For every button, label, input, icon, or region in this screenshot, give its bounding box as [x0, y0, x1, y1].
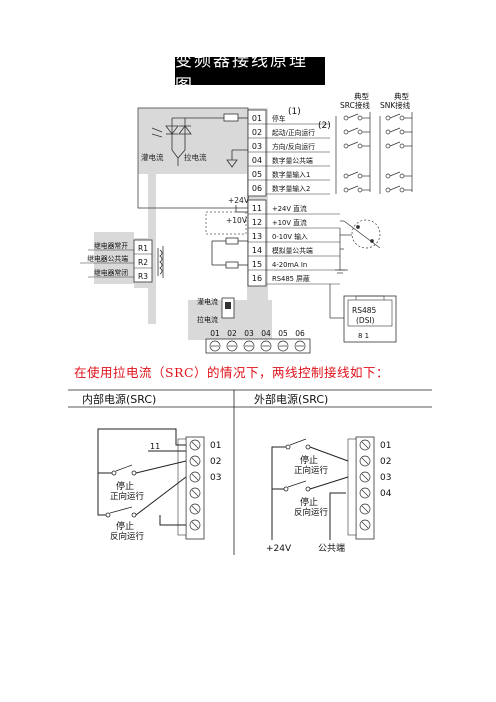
terminal-desc: 4-20mA In [272, 261, 307, 269]
right-switches [283, 438, 311, 492]
src-header: 典型 [354, 91, 369, 101]
bottom-term-num: 06 [295, 329, 305, 338]
src-header: SRC接线 [340, 100, 370, 110]
left-switches [105, 464, 137, 518]
right-stop-label: 停止 [300, 454, 318, 466]
left-header: 内部电源(SRC) [82, 392, 156, 406]
terminal-num: 13 [252, 232, 262, 241]
right-term-num: 03 [380, 473, 391, 483]
left-term-num: 03 [210, 473, 221, 483]
plus24-label: +24V [228, 196, 250, 205]
terminal-num: 01 [252, 114, 262, 123]
terminal-num: 03 [252, 142, 262, 151]
terminal-desc: 停车 [272, 114, 286, 123]
snk-header: SNK接线 [380, 100, 411, 110]
terminal-desc: RS485 屏蔽 [272, 274, 310, 283]
terminal-num: 15 [252, 260, 262, 269]
left-wiring [97, 428, 187, 526]
relay-label: 继电器公共端 [87, 254, 128, 263]
right-header: 外部电源(SRC) [254, 392, 328, 406]
right-terminal-block [347, 436, 375, 540]
rs485-connector [329, 284, 397, 343]
right-term-num: 02 [380, 457, 391, 467]
bottom-terminal-strip: 01 02 03 04 05 06 [205, 329, 311, 354]
relay-label: 继电器常闭 [94, 268, 128, 277]
right-forward-label: 正向运行 [294, 465, 329, 476]
right-reverse-label: 反向运行 [294, 507, 329, 518]
left-term-num: 01 [210, 441, 221, 451]
shaded-relay-area [94, 232, 134, 284]
left-reverse-label: 反向运行 [110, 531, 145, 542]
bottom-term-num: 01 [210, 329, 220, 338]
right-wiring [271, 446, 349, 540]
terminal-num: 14 [252, 246, 262, 255]
terminal-num: 06 [252, 184, 262, 193]
note-1: (1) [288, 107, 301, 117]
note-2: (2) [318, 121, 331, 131]
rs485-sublabel: (DSI) [356, 316, 375, 325]
terminal-desc: 方向/反向运行 [272, 142, 315, 151]
sink-source-switch [221, 297, 235, 319]
bottom-term-num: 04 [261, 329, 271, 338]
two-wire-subtitle: 在使用拉电流（SRC）的情况下，两线控制接线如下： [74, 365, 390, 380]
right-term-num: 04 [380, 489, 392, 499]
terminal-num: 11 [252, 204, 262, 213]
terminal-num: 05 [252, 170, 262, 179]
switch-sink-label: 灌电流 [197, 297, 218, 306]
src-switches [335, 112, 371, 194]
plus10-label: +10V [226, 216, 248, 225]
switch-source-label: 拉电流 [197, 315, 218, 324]
bottom-term-num: 05 [278, 329, 288, 338]
analog-resistors [211, 237, 250, 269]
terminal-num: 16 [252, 274, 262, 283]
common-label: 公共端 [318, 542, 345, 554]
left-terminal-block [177, 436, 205, 540]
terminal-desc: 0-10V 输入 [272, 232, 308, 241]
left-stop-label: 停止 [116, 480, 134, 492]
wiring-diagram: 灌电流 拉电流 +24V +10V [80, 91, 413, 354]
terminal-desc: 数字量输入2 [272, 184, 310, 193]
terminal-desc: 数字量输入1 [272, 170, 310, 179]
opto-symbol [151, 117, 224, 166]
terminal-desc: 数字量公共端 [272, 156, 313, 165]
right-term-num: 01 [380, 441, 391, 451]
potentiometer-icon [335, 219, 381, 274]
relay-term: R2 [138, 258, 148, 267]
terminal-desc: +10V 直流 [272, 218, 307, 227]
ground-icon [226, 150, 238, 168]
terminal-num: 04 [252, 156, 262, 165]
terminal-num: 02 [252, 128, 262, 137]
left-term-num: 02 [210, 457, 221, 467]
terminal-desc: 模拟量公共端 [272, 246, 313, 255]
bottom-term-num: 02 [227, 329, 237, 338]
relay-term: R1 [138, 244, 148, 253]
source-label: 拉电流 [184, 152, 207, 162]
relay-label: 继电器常开 [94, 241, 128, 250]
left-forward-label: 正向运行 [110, 491, 145, 502]
snk-switches [379, 112, 413, 194]
rs485-pins: 8 1 [358, 332, 369, 340]
rs485-label: RS485 [352, 306, 377, 315]
terminal-desc: +24V 直流 [272, 204, 307, 213]
left-tag-11: 11 [150, 442, 160, 451]
shaded-panel-top [138, 108, 268, 174]
plus10-dashed-box [205, 211, 247, 235]
right-stop-label-2: 停止 [300, 496, 318, 508]
relay-term: R3 [138, 272, 148, 281]
two-wire-diagrams: 内部电源(SRC) 外部电源(SRC) 01 02 03 11 停止 正向 [68, 389, 432, 555]
snk-header: 典型 [394, 91, 409, 101]
terminal-desc: 起动/正向运行 [272, 128, 315, 137]
sink-label: 灌电流 [141, 152, 164, 162]
bottom-term-num: 03 [244, 329, 254, 338]
relay-terminals: R1 R2 R3 [80, 239, 153, 283]
left-stop-label-2: 停止 [116, 520, 134, 532]
resistor-01 [223, 113, 239, 122]
relay-coil-icon [157, 246, 164, 278]
terminal-num: 12 [252, 218, 262, 227]
plus24-bottom-label: +24V [266, 544, 292, 554]
terminal-block-top: 01 02 03 04 05 06 11 12 13 14 15 16 [247, 109, 267, 287]
